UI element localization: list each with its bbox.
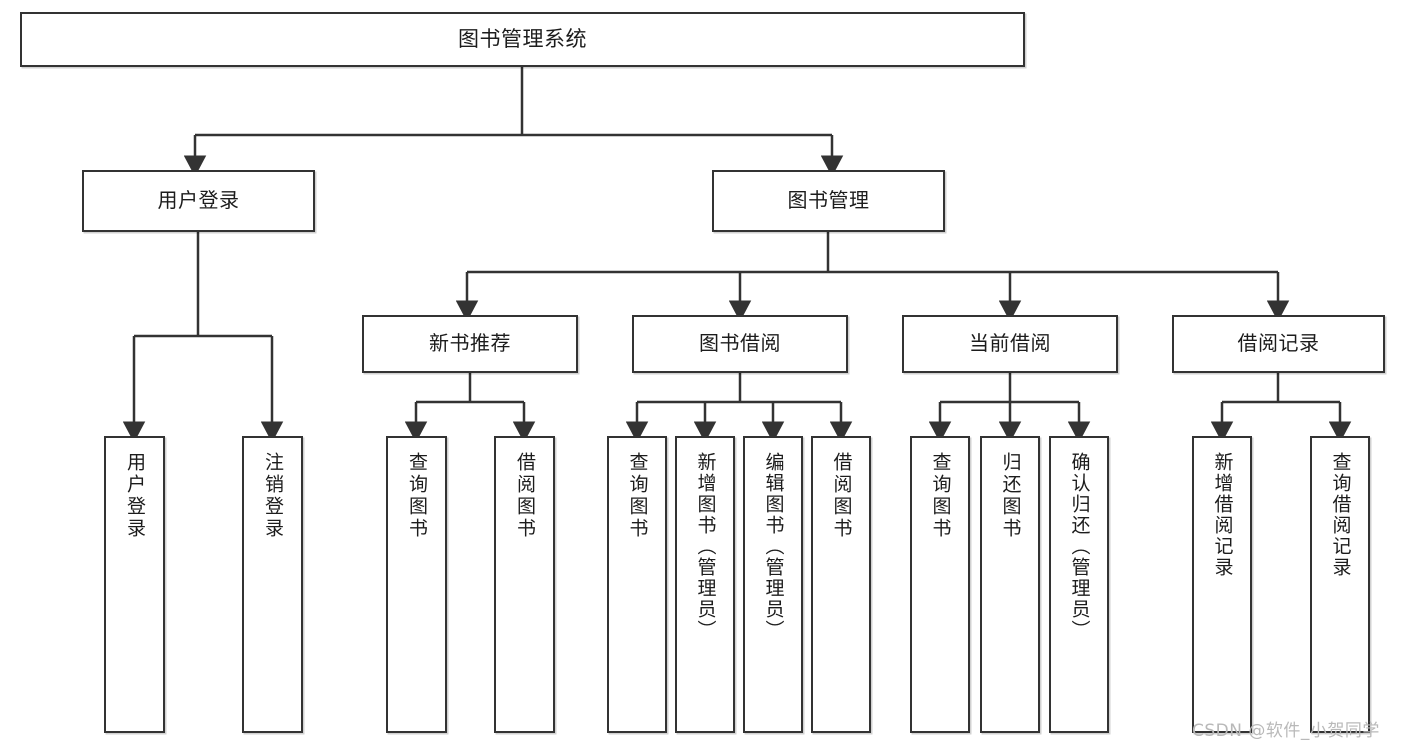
leaf-book-borrow-borrow-books[interactable]: 借阅图书: [811, 436, 871, 733]
leaf-current-borrow-confirm-return-admin[interactable]: 确认归还（管理员）: [1049, 436, 1109, 733]
leaf-new-book-borrow-books[interactable]: 借阅图书: [494, 436, 555, 733]
leaf-book-borrow-add-book-admin[interactable]: 新增图书（管理员）: [675, 436, 735, 733]
leaf-record-query-borrow-record[interactable]: 查询借阅记录: [1310, 436, 1370, 733]
leaf-current-borrow-return-books[interactable]: 归还图书: [980, 436, 1040, 733]
node-label: 借阅图书: [514, 452, 536, 540]
node-borrowing-records[interactable]: 借阅记录: [1172, 315, 1385, 373]
node-label: 新增借阅记录: [1211, 452, 1234, 578]
node-label: 图书管理: [787, 188, 870, 213]
leaf-new-book-query-books[interactable]: 查询图书: [386, 436, 447, 733]
node-label: 编辑图书（管理员）: [762, 452, 785, 641]
node-label: 当前借阅: [969, 331, 1051, 356]
node-label: 查询图书: [626, 452, 649, 540]
node-label: 图书借阅: [699, 331, 781, 356]
node-label: 新增图书（管理员）: [694, 452, 717, 641]
edges-group: [122, 67, 1352, 443]
csdn-watermark: CSDN @软件_小贺同学: [1192, 716, 1380, 741]
node-book-borrowing[interactable]: 图书借阅: [632, 315, 848, 373]
node-root-book-management-system[interactable]: 图书管理系统: [20, 12, 1025, 67]
node-label: 用户登录: [124, 452, 146, 540]
leaf-user-login-signin[interactable]: 用户登录: [104, 436, 165, 733]
node-current-borrowing[interactable]: 当前借阅: [902, 315, 1118, 373]
node-label: 归还图书: [999, 452, 1022, 540]
node-new-book-recommendation[interactable]: 新书推荐: [362, 315, 578, 373]
node-label: 借阅图书: [830, 452, 853, 540]
node-label: 新书推荐: [429, 331, 511, 356]
node-label: 图书管理系统: [458, 27, 587, 52]
node-user-login[interactable]: 用户登录: [82, 170, 315, 232]
leaf-record-add-borrow-record[interactable]: 新增借阅记录: [1192, 436, 1252, 733]
leaf-user-login-signout[interactable]: 注销登录: [242, 436, 303, 733]
leaf-book-borrow-query-books[interactable]: 查询图书: [607, 436, 667, 733]
leaf-book-borrow-edit-book-admin[interactable]: 编辑图书（管理员）: [743, 436, 803, 733]
node-book-management[interactable]: 图书管理: [712, 170, 945, 232]
node-label: 查询借阅记录: [1329, 452, 1352, 578]
node-label: 查询图书: [406, 452, 428, 540]
leaf-current-borrow-query-books[interactable]: 查询图书: [910, 436, 970, 733]
node-label: 用户登录: [157, 188, 240, 213]
node-label: 查询图书: [929, 452, 952, 540]
node-label: 注销登录: [262, 452, 284, 540]
node-label: 借阅记录: [1237, 331, 1320, 356]
node-label: 确认归还（管理员）: [1068, 452, 1091, 641]
watermark-text: CSDN @软件_小贺同学: [1192, 721, 1380, 741]
